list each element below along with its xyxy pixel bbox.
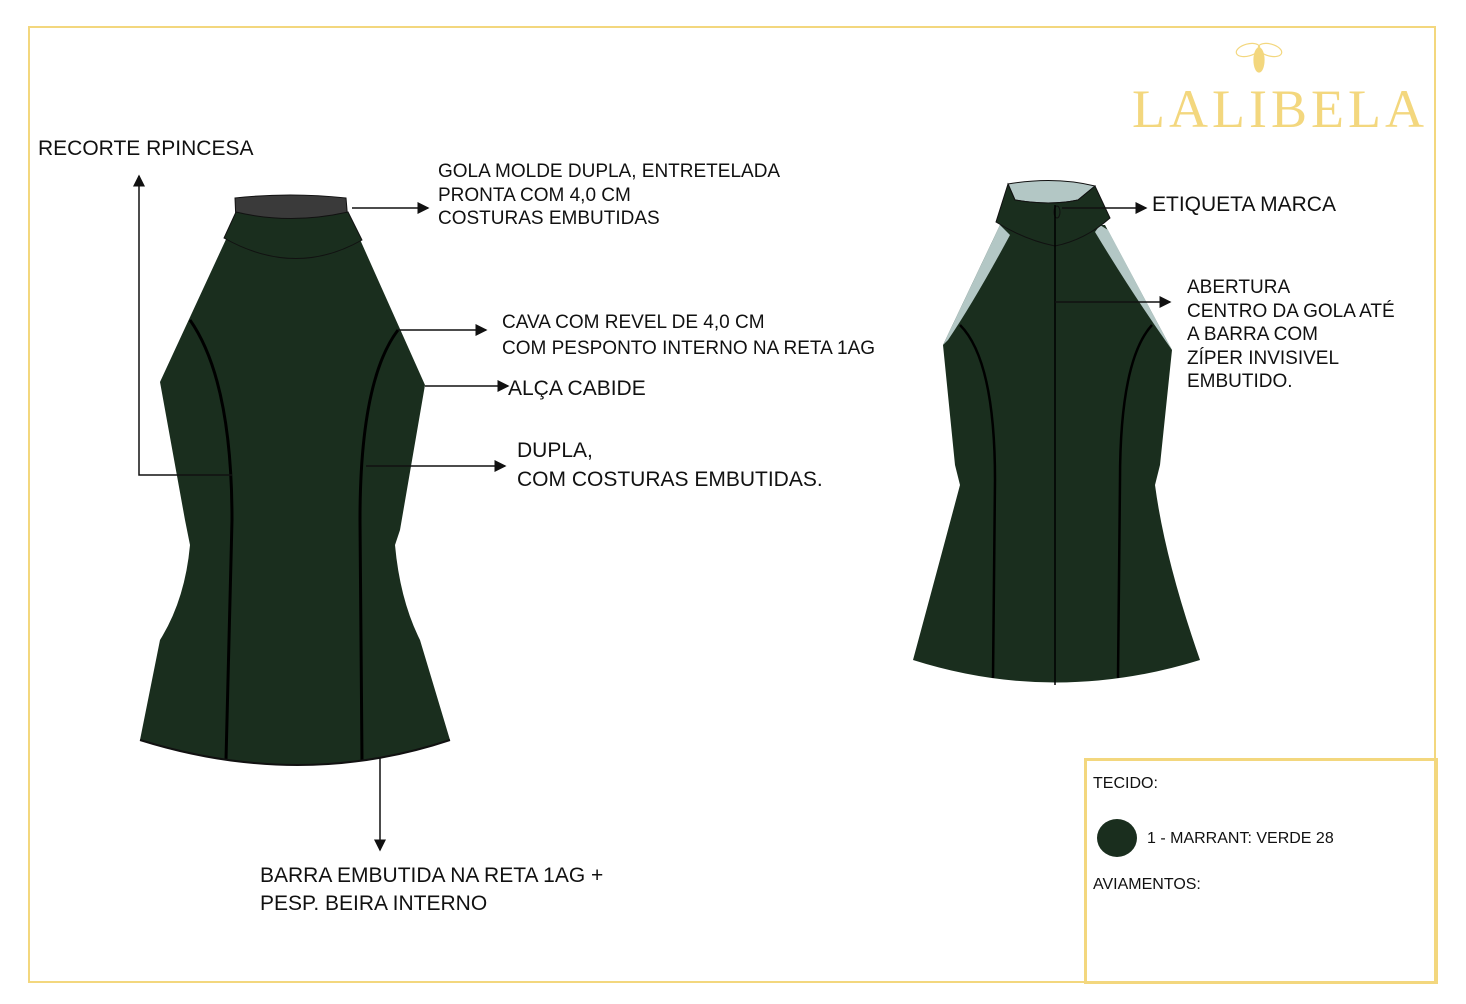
label-collar: GOLA MOLDE DUPLA, ENTRETELADA PRONTA COM… xyxy=(438,161,781,229)
front-princess-seam-left xyxy=(188,319,234,761)
back-lining-left xyxy=(943,225,1010,345)
fabric-swatch xyxy=(1097,819,1137,857)
fabric-title: TECIDO: xyxy=(1093,775,1158,792)
back-princess-seam-left xyxy=(959,324,997,679)
back-lining-right xyxy=(1095,225,1172,350)
back-princess-seam-right xyxy=(1116,324,1153,679)
back-body xyxy=(913,225,1200,683)
label-lining: DUPLA, COM COSTURAS EMBUTIDAS. xyxy=(517,439,823,491)
label-hanger-loop: ALÇA CABIDE xyxy=(508,377,646,400)
label-opening: ABERTURA CENTRO DA GOLA ATÉ A BARRA COM … xyxy=(1187,277,1395,392)
label-armhole: CAVA COM REVEL DE 4,0 CM COM PESPONTO IN… xyxy=(502,312,876,359)
brand-tag-mark xyxy=(1053,205,1061,219)
front-body xyxy=(140,235,450,765)
brand-logo: LALIBELA xyxy=(1132,79,1428,139)
leader-lines xyxy=(133,174,1172,852)
label-brand-tag: ETIQUETA MARCA xyxy=(1152,193,1336,216)
label-princess-seam: RECORTE RPINCESA xyxy=(38,137,254,160)
front-view-garment xyxy=(139,194,451,766)
label-hem: BARRA EMBUTIDA NA RETA 1AG + PESP. BEIRA… xyxy=(260,864,604,915)
back-view-garment xyxy=(913,179,1200,685)
page-frame xyxy=(28,26,1436,983)
fabric-item: 1 - MARRANT: VERDE 28 xyxy=(1147,830,1334,847)
spec-box: TECIDO: 1 - MARRANT: VERDE 28 AVIAMENTOS… xyxy=(1084,758,1438,984)
front-collar-band xyxy=(223,211,363,259)
bee-icon xyxy=(1235,42,1283,73)
back-collar-band xyxy=(995,182,1111,247)
trims-title: AVIAMENTOS: xyxy=(1093,876,1201,893)
front-princess-seam-right xyxy=(358,329,400,761)
